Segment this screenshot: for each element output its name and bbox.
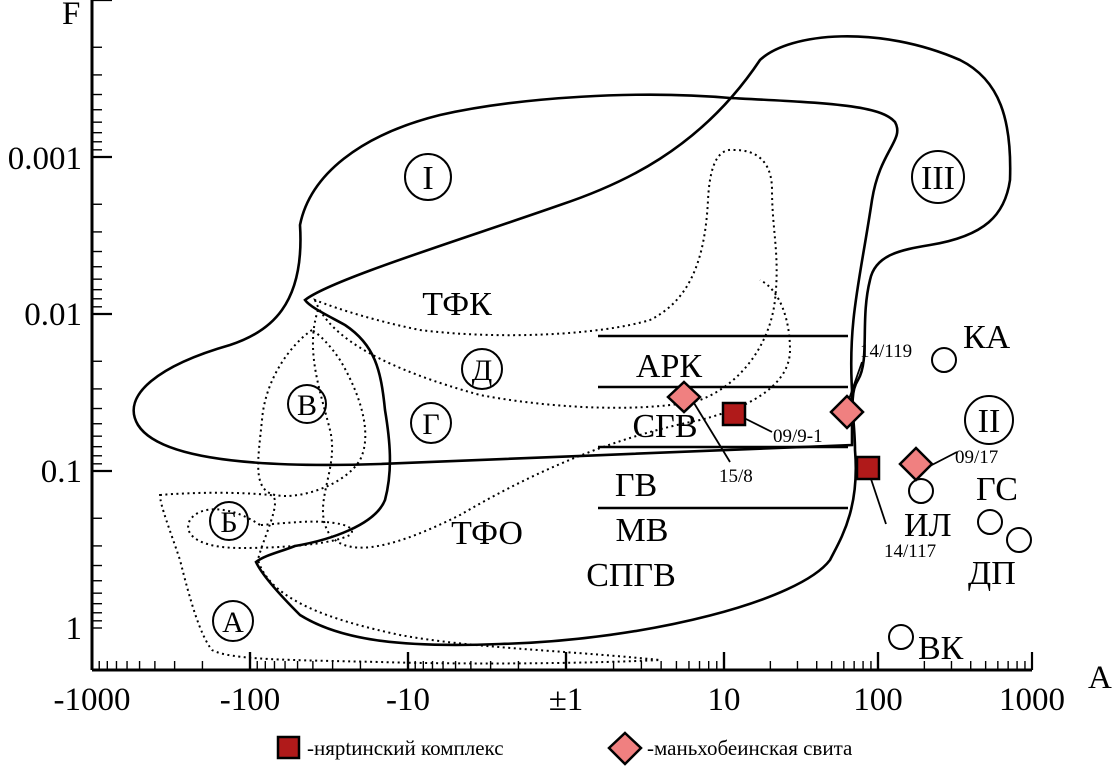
- x-tick-label: -100: [220, 682, 281, 718]
- ref-point-IL: ИЛ: [904, 478, 952, 544]
- field-D-outline: [313, 148, 778, 409]
- field-label-B: Б: [209, 501, 249, 541]
- ref-point-KA: КА: [931, 319, 1011, 373]
- field-label-A: А: [212, 600, 254, 642]
- x-tick-label: 1000: [999, 682, 1065, 718]
- marker-diamond-15-8: 15/8: [666, 380, 753, 487]
- field-G-outline: [311, 279, 792, 549]
- svg-text:Д: Д: [472, 354, 492, 387]
- field-label-G: Г: [410, 402, 452, 444]
- x-tick-label: 10: [708, 682, 741, 718]
- y-axis-label: F: [62, 0, 80, 32]
- field-I-outline: [132, 93, 899, 467]
- leader-14-117: [869, 475, 887, 525]
- x-tick-label: -10: [386, 682, 430, 718]
- field-III-outline: [254, 35, 1012, 647]
- y-tick-label: 0.01: [24, 297, 82, 333]
- x-axis-label: A: [1088, 660, 1112, 696]
- svg-text:15/8: 15/8: [719, 466, 753, 487]
- region-label-TFK: ТФК: [422, 286, 492, 323]
- ref-point-DP: ДП: [968, 527, 1032, 592]
- svg-text:В: В: [297, 389, 317, 422]
- marker-diamond-09-17: 09/17: [898, 446, 998, 482]
- x-minor-ticks: [90, 652, 1034, 670]
- region-label-TFO: ТФО: [451, 515, 523, 552]
- leader-15-8: [693, 402, 731, 463]
- marker-square-09-9-1: 09/9-1: [721, 401, 823, 447]
- legend: -нярtинский комплекс -маньхобеинская сви…: [276, 731, 853, 766]
- svg-text:Г: Г: [422, 408, 439, 441]
- svg-text:II: II: [978, 403, 1001, 440]
- y-tick-labels: 0.001 0.01 0.1 1: [8, 141, 82, 647]
- svg-text:КА: КА: [963, 319, 1011, 356]
- svg-text:ДП: ДП: [968, 555, 1016, 592]
- ref-point-GS: ГС: [976, 471, 1018, 535]
- svg-text:09/17: 09/17: [955, 447, 998, 468]
- svg-text:14/119: 14/119: [860, 341, 912, 362]
- svg-text:А: А: [222, 606, 244, 639]
- field-label-D: Д: [461, 348, 503, 390]
- svg-text:14/117: 14/117: [884, 541, 936, 562]
- x-tick-labels: -1000 -100 -10 ±1 10 100 1000: [54, 682, 1066, 718]
- svg-text:ВК: ВК: [918, 630, 964, 667]
- leader-14-119: [847, 361, 863, 403]
- region-label-MV: МВ: [616, 512, 669, 549]
- svg-text:Б: Б: [220, 506, 237, 539]
- leader-09-9-1: [743, 417, 773, 433]
- y-minor-ticks: [92, 0, 112, 629]
- region-label-ARK: АРК: [636, 348, 702, 385]
- field-label-III: III: [911, 150, 965, 204]
- legend-item-square: -нярtинский комплекс: [276, 735, 504, 760]
- ref-point-VK: ВК: [888, 624, 964, 667]
- field-B-outline: [187, 508, 353, 550]
- svg-text:ИЛ: ИЛ: [904, 507, 952, 544]
- region-label-GV: ГВ: [615, 467, 657, 504]
- svg-text:-нярtинский комплекс: -нярtинский комплекс: [307, 736, 504, 760]
- x-tick-label: 100: [853, 682, 903, 718]
- field-V-outline: [257, 328, 367, 497]
- field-label-V: В: [287, 384, 327, 424]
- y-tick-label: 0.1: [41, 454, 82, 490]
- svg-text:I: I: [422, 160, 433, 197]
- field-label-I: I: [404, 153, 452, 201]
- field-A-outline: [158, 491, 661, 665]
- field-label-II: II: [964, 395, 1014, 445]
- svg-text:ГС: ГС: [976, 471, 1018, 508]
- legend-item-diamond: -маньхобеинская свита: [607, 731, 853, 766]
- svg-text:III: III: [921, 160, 955, 197]
- svg-text:-маньхобеинская свита: -маньхобеинская свита: [647, 736, 853, 760]
- y-tick-label: 1: [66, 611, 83, 647]
- marker-diamond-14-119: 14/119: [829, 341, 912, 430]
- y-tick-label: 0.001: [8, 141, 82, 177]
- x-tick-label: -1000: [54, 682, 131, 718]
- marker-square-14-117: 14/117: [855, 455, 936, 562]
- region-label-SPGV: СПГВ: [586, 557, 676, 594]
- region-label-SGV: СГВ: [632, 408, 697, 445]
- svg-text:09/9-1: 09/9-1: [773, 426, 823, 447]
- x-tick-label: ±1: [549, 682, 584, 718]
